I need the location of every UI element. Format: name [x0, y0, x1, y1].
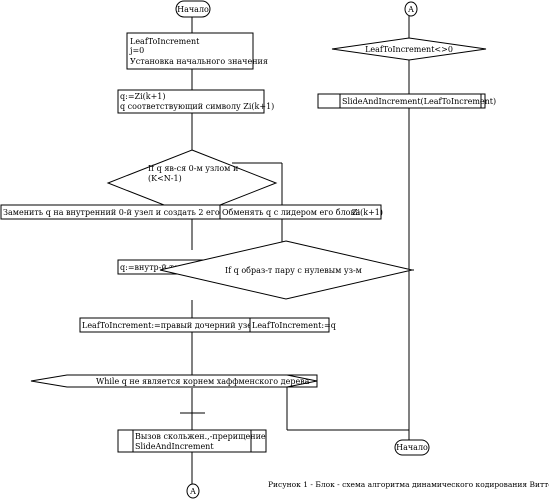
right-call-slide-label: SlideAndIncrement(LeafToIncrement) — [342, 97, 496, 106]
decision-zero-line-1: If q яв-ся 0-м узлом и — [148, 164, 238, 173]
assign-line-1: q:=Zi(k+1) — [120, 92, 166, 101]
decision-pair-zero: If q образ-т пару с нулевым уз-м — [159, 240, 413, 300]
init-line-1: LeafToIncrement — [130, 37, 200, 46]
right-call-slide-block: SlideAndIncrement(LeafToIncrement) — [317, 93, 496, 109]
init-process-block: LeafToIncrement j=0 Установка начального… — [126, 32, 268, 70]
right-flow-lines — [404, 16, 414, 440]
leaf-q-block: LeafToIncrement:=q — [249, 317, 336, 333]
connector-a-top: A — [404, 1, 418, 17]
call-line-1: Вызов скольжен.,-прерищение — [135, 432, 266, 441]
swap-leader-label: Обменять q с лидером его блока — [222, 208, 361, 217]
decision-pair-label: If q образ-т пару с нулевым уз-м — [225, 266, 362, 275]
init-line-3: Установка начального значения — [130, 57, 268, 66]
swap-leader-block: Обменять q с лидером его блока Zi(k+1) — [219, 204, 383, 220]
decision-zero-line-2: (K<N-1) — [148, 174, 182, 183]
start-terminator: Начало — [175, 0, 211, 18]
assign-line-2: q соответствующий символу Zi(k+1) — [120, 102, 274, 111]
end-terminator: Начало — [394, 439, 430, 456]
replace-node-label: Заменить q на внутренний 0-й узел и созд… — [3, 208, 263, 217]
init-line-2: j=0 — [129, 46, 144, 55]
leaf-right-child-block: LeafToIncrement:=правый дочерний узел те… — [79, 317, 300, 333]
figure-caption: Рисунок 1 - Блок - схема алгоритма динам… — [268, 480, 549, 489]
connector-a-bottom-label: A — [189, 487, 196, 496]
while-loop-label: While q не является корнем хаффменского … — [96, 377, 310, 386]
start-label: Начало — [177, 5, 209, 14]
call-slide-block: Вызов скольжен.,-прерищение SlideAndIncr… — [117, 429, 267, 453]
end-label: Начало — [396, 443, 428, 452]
call-line-2: SlideAndIncrement — [135, 442, 214, 451]
left-flow-lines — [180, 17, 409, 484]
decision-leaf-nonzero-label: LeafToIncrement<>0 — [365, 45, 453, 54]
decision-leaf-nonzero: LeafToIncrement<>0 — [331, 37, 487, 61]
zi-label: Zi(k+1) — [352, 208, 383, 217]
connector-a-top-label: A — [407, 5, 414, 14]
leaf-q-label: LeafToIncrement:=q — [252, 321, 336, 330]
connector-a-bottom: A — [186, 483, 200, 499]
assign-process-block: q:=Zi(k+1) q соответствующий символу Zi(… — [117, 89, 274, 114]
leaf-right-child-label: LeafToIncrement:=правый дочерний узел те… — [82, 321, 300, 330]
while-loop-block: While q не является корнем хаффменского … — [30, 374, 318, 388]
